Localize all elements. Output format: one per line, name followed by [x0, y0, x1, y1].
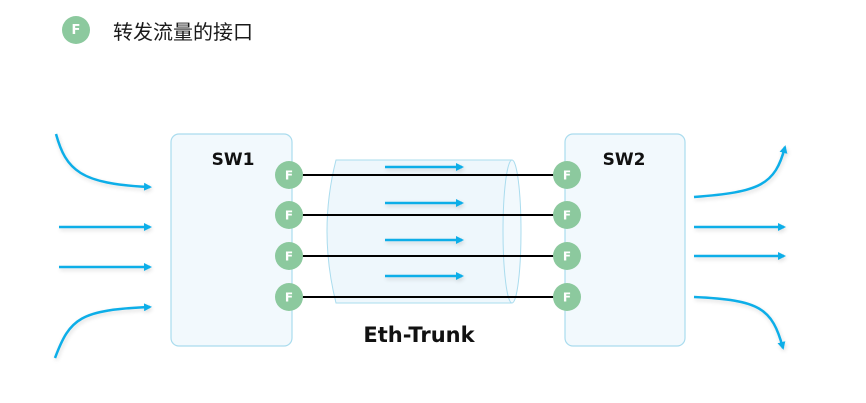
port-label: F	[285, 209, 293, 223]
trunk-cylinder-end	[502, 159, 522, 304]
trunk-cylinder-body	[326, 159, 513, 304]
port-label: F	[563, 250, 571, 264]
switch-sw1-body	[170, 133, 293, 347]
port-sw2-3[interactable]: F	[553, 242, 581, 270]
port-icon	[275, 161, 303, 189]
port-sw2-4[interactable]: F	[553, 283, 581, 311]
port-icon	[553, 161, 581, 189]
port-icon	[275, 283, 303, 311]
sw1-ports: F F F F	[275, 161, 303, 311]
egress-traffic-arrows	[693, 145, 788, 350]
port-sw1-1[interactable]: F	[275, 161, 303, 189]
port-label: F	[563, 169, 571, 183]
port-icon	[275, 242, 303, 270]
port-sw2-2[interactable]: F	[553, 201, 581, 229]
egress-flow-arrow-icon	[693, 295, 786, 350]
switch-sw1-label: SW1	[212, 150, 255, 170]
sw2-ports: F F F F	[553, 161, 581, 311]
port-sw1-3[interactable]: F	[275, 242, 303, 270]
switch-sw2-label: SW2	[603, 150, 646, 170]
switch-sw1[interactable]: SW1	[170, 133, 293, 347]
port-icon	[553, 201, 581, 229]
port-icon	[275, 201, 303, 229]
port-label: F	[285, 291, 293, 305]
ingress-flow-arrow-icon	[53, 303, 152, 359]
ingress-traffic-arrows	[53, 133, 152, 359]
port-sw1-4[interactable]: F	[275, 283, 303, 311]
trunk-links	[289, 174, 567, 298]
eth-trunk-bundle	[326, 159, 522, 304]
trunk-traffic-arrows	[385, 163, 464, 280]
legend-port-icon: F	[62, 16, 90, 44]
legend-label: 转发流量的接口	[113, 19, 253, 44]
port-label: F	[563, 209, 571, 223]
port-icon	[553, 283, 581, 311]
port-sw2-1[interactable]: F	[553, 161, 581, 189]
ingress-flow-arrow-icon	[54, 133, 152, 191]
switch-sw2[interactable]: SW2	[564, 133, 686, 347]
port-label: F	[563, 291, 571, 305]
port-sw1-2[interactable]: F	[275, 201, 303, 229]
legend: F 转发流量的接口	[62, 15, 253, 45]
switch-sw2-body	[564, 133, 686, 347]
egress-flow-arrow-icon	[693, 145, 788, 199]
port-icon	[553, 242, 581, 270]
port-label: F	[285, 169, 293, 183]
port-label: F	[285, 250, 293, 264]
eth-trunk-label: Eth-Trunk	[363, 323, 475, 347]
